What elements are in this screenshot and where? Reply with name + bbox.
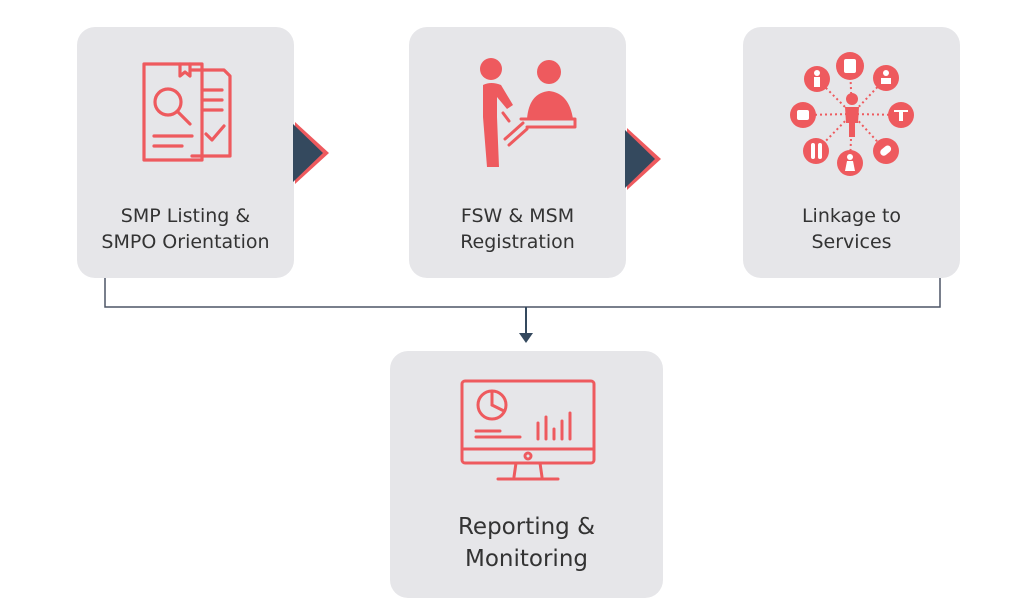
document-search-icon	[142, 62, 232, 162]
monitor-chart-icon	[460, 379, 596, 481]
service-network-icon	[790, 52, 914, 176]
step-card-smp-listing: SMP Listing & SMPO Orientation	[77, 27, 294, 278]
final-card-reporting: Reporting & Monitoring	[390, 351, 663, 598]
arrow-right-icon	[293, 122, 329, 184]
step-label: SMP Listing & SMPO Orientation	[101, 205, 270, 253]
step-label: FSW & MSM Registration	[460, 205, 575, 253]
final-label: Reporting & Monitoring	[457, 514, 596, 572]
arrow-right-icon	[625, 128, 661, 190]
step-card-registration: FSW & MSM Registration	[409, 27, 626, 278]
step-card-linkage: Linkage to Services	[743, 27, 960, 278]
step-label: Linkage to Services	[801, 205, 902, 253]
registration-desk-icon	[480, 58, 577, 167]
